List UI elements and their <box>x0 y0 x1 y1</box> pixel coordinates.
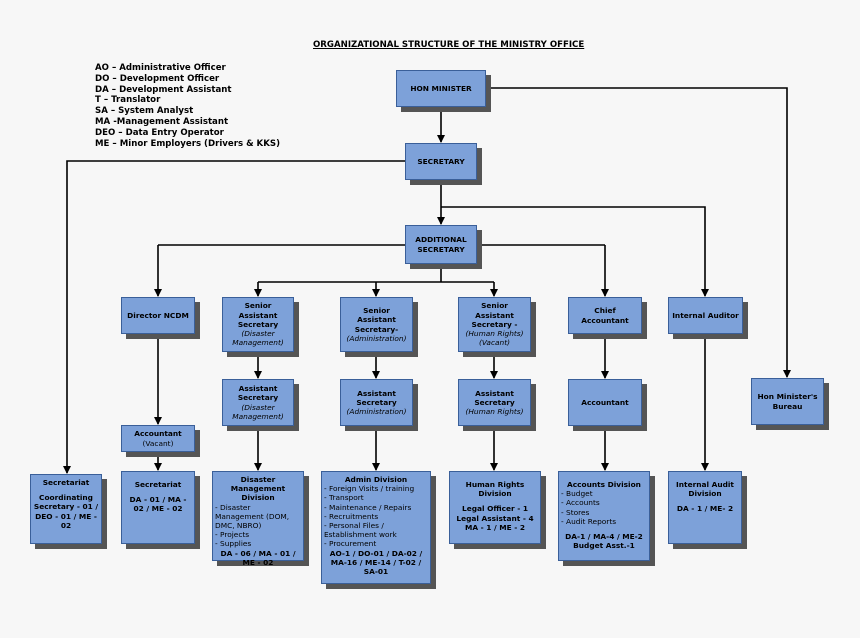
secretariat-box: Secretariat Coordinating Secretary - 01 … <box>30 474 102 544</box>
legend-item: MA -Management Assistant <box>95 116 229 127</box>
disaster-management-division-box: Disaster Management Division - Disaster … <box>212 471 304 567</box>
node-label: Disaster Management Division <box>230 475 286 503</box>
node-label: Senior Assistant Secretary <box>237 301 279 329</box>
division-function: - Audit Reports <box>561 516 617 526</box>
accountant-box: Accountant <box>568 379 642 426</box>
hon-ministers-bureau-box: Hon Minister's Bureau <box>751 378 824 425</box>
assistant-secretary-hr-box: Assistant Secretary (Human Rights) <box>458 379 531 426</box>
node-label: Human Rights Division <box>465 480 525 499</box>
internal-auditor-box: Internal Auditor <box>668 297 743 334</box>
staff-allocation: DA - 1 / ME- 2 <box>676 504 734 514</box>
node-label: Senior Assistant Secretary - <box>471 301 518 329</box>
node-label: HON MINISTER <box>410 83 472 93</box>
division-function: - Budget <box>561 489 593 499</box>
staff-allocation: DA-1 / MA-4 / ME-2 <box>565 532 643 542</box>
node-label: Chief Accountant <box>581 306 629 325</box>
node-label: Internal Audit Division <box>676 480 734 499</box>
node-sublabel: (Disaster Management) <box>232 402 284 421</box>
senior-assistant-secretary-admin-box: Senior Assistant Secretary- (Administrat… <box>340 297 413 352</box>
connector <box>441 206 709 297</box>
legend-item: DO – Development Officer <box>95 73 220 84</box>
division-function: - Foreign Visits / training <box>324 484 415 494</box>
additional-secretary-box: ADDITIONAL SECRETARY <box>405 225 477 264</box>
division-function: - Stores <box>561 507 590 517</box>
director-ncdm-box: Director NCDM <box>121 297 195 334</box>
division-function: - Procurement <box>324 539 377 549</box>
division-function: - Transport <box>324 493 364 503</box>
node-label: Admin Division <box>344 475 408 484</box>
node-label: Secretariat <box>134 480 182 489</box>
division-function: - Projects <box>215 530 250 540</box>
legend-item: DEO – Data Entry Operator <box>95 127 224 138</box>
legend-item: SA – System Analyst <box>95 106 194 117</box>
senior-assistant-secretary-hr-box: Senior Assistant Secretary - (Human Righ… <box>458 297 531 352</box>
node-label: Assistant Secretary <box>474 388 515 407</box>
node-label: Hon Minister's Bureau <box>757 392 818 411</box>
staff-allocation: MA - 1 / ME - 2 <box>464 522 526 532</box>
staff-allocation: DA - 06 / MA - 01 / ME - 02 <box>220 548 296 567</box>
hon-minister-box: HON MINISTER <box>396 70 486 107</box>
division-function: - Recruitments <box>324 511 379 521</box>
connector <box>63 160 405 474</box>
division-function: - Supplies <box>215 539 252 549</box>
node-sublabel: (Administration) <box>346 333 407 343</box>
division-function: - Disaster Management (DOM, DMC, NBRO) <box>215 502 290 531</box>
node-label: ADDITIONAL SECRETARY <box>415 235 467 254</box>
node-sublabel: (Administration) <box>346 407 407 417</box>
node-label: Secretariat <box>42 478 90 487</box>
senior-assistant-secretary-disaster-box: Senior Assistant Secretary (Disaster Man… <box>222 297 294 352</box>
node-label: Accountant <box>581 397 629 407</box>
division-function: - Accounts <box>561 498 600 508</box>
assistant-secretary-admin-box: Assistant Secretary (Administration) <box>340 379 413 426</box>
division-function: - Personal Files / Establishment work <box>324 521 397 540</box>
legend-item: DA – Development Assistant <box>95 84 232 95</box>
staff-allocation: DA - 01 / MA - 02 / ME - 02 <box>129 495 187 514</box>
division-function: - Maintenance / Repairs <box>324 502 412 512</box>
node-label: Senior Assistant Secretary- <box>354 306 399 334</box>
secretary-box: SECRETARY <box>405 143 477 180</box>
secretariat-ncdm-box: Secretariat DA - 01 / MA - 02 / ME - 02 <box>121 471 195 544</box>
node-label: SECRETARY <box>417 156 465 166</box>
node-label: Accountant <box>134 429 182 439</box>
node-label: Director NCDM <box>127 310 189 320</box>
human-rights-division-box: Human Rights Division Legal Officer - 1 … <box>449 471 541 544</box>
staff-allocation: Coordinating Secretary - 01 / DEO - 01 /… <box>33 493 99 530</box>
node-sublabel: (Human Rights) <box>465 329 524 339</box>
chart-title: ORGANIZATIONAL STRUCTURE OF THE MINISTRY… <box>313 40 585 50</box>
legend-item: ME – Minor Employers (Drivers & KKS) <box>95 138 280 149</box>
node-label: Assistant Secretary <box>356 388 397 407</box>
abbreviation-legend: AO – Administrative Officer DO – Develop… <box>95 63 280 149</box>
staff-allocation: Legal Assistant - 4 <box>456 513 534 523</box>
node-note: (Vacant) <box>142 438 174 448</box>
node-label: Internal Auditor <box>672 310 739 320</box>
node-note: (Vacant) <box>478 338 511 348</box>
connector <box>486 87 791 378</box>
accountant-ncdm-box: Accountant (Vacant) <box>121 425 195 452</box>
node-sublabel: (Human Rights) <box>465 407 524 417</box>
node-label: Accounts Division <box>567 480 641 489</box>
staff-allocation: AO-1 / DO-01 / DA-02 / MA-16 / ME-14 / T… <box>329 548 423 577</box>
accounts-division-box: Accounts Division - Budget - Accounts - … <box>558 471 650 561</box>
node-sublabel: (Disaster Management) <box>232 329 284 348</box>
internal-audit-division-box: Internal Audit Division DA - 1 / ME- 2 <box>668 471 742 544</box>
staff-allocation: Budget Asst.-1 <box>573 541 635 551</box>
chief-accountant-box: Chief Accountant <box>568 297 642 334</box>
legend-item: T – Translator <box>95 95 161 106</box>
legend-item: AO – Administrative Officer <box>95 63 226 73</box>
assistant-secretary-disaster-box: Assistant Secretary (Disaster Management… <box>222 379 294 426</box>
staff-allocation: Legal Officer - 1 <box>461 504 529 514</box>
node-label: Assistant Secretary <box>237 384 279 403</box>
admin-division-box: Admin Division - Foreign Visits / traini… <box>321 471 431 584</box>
